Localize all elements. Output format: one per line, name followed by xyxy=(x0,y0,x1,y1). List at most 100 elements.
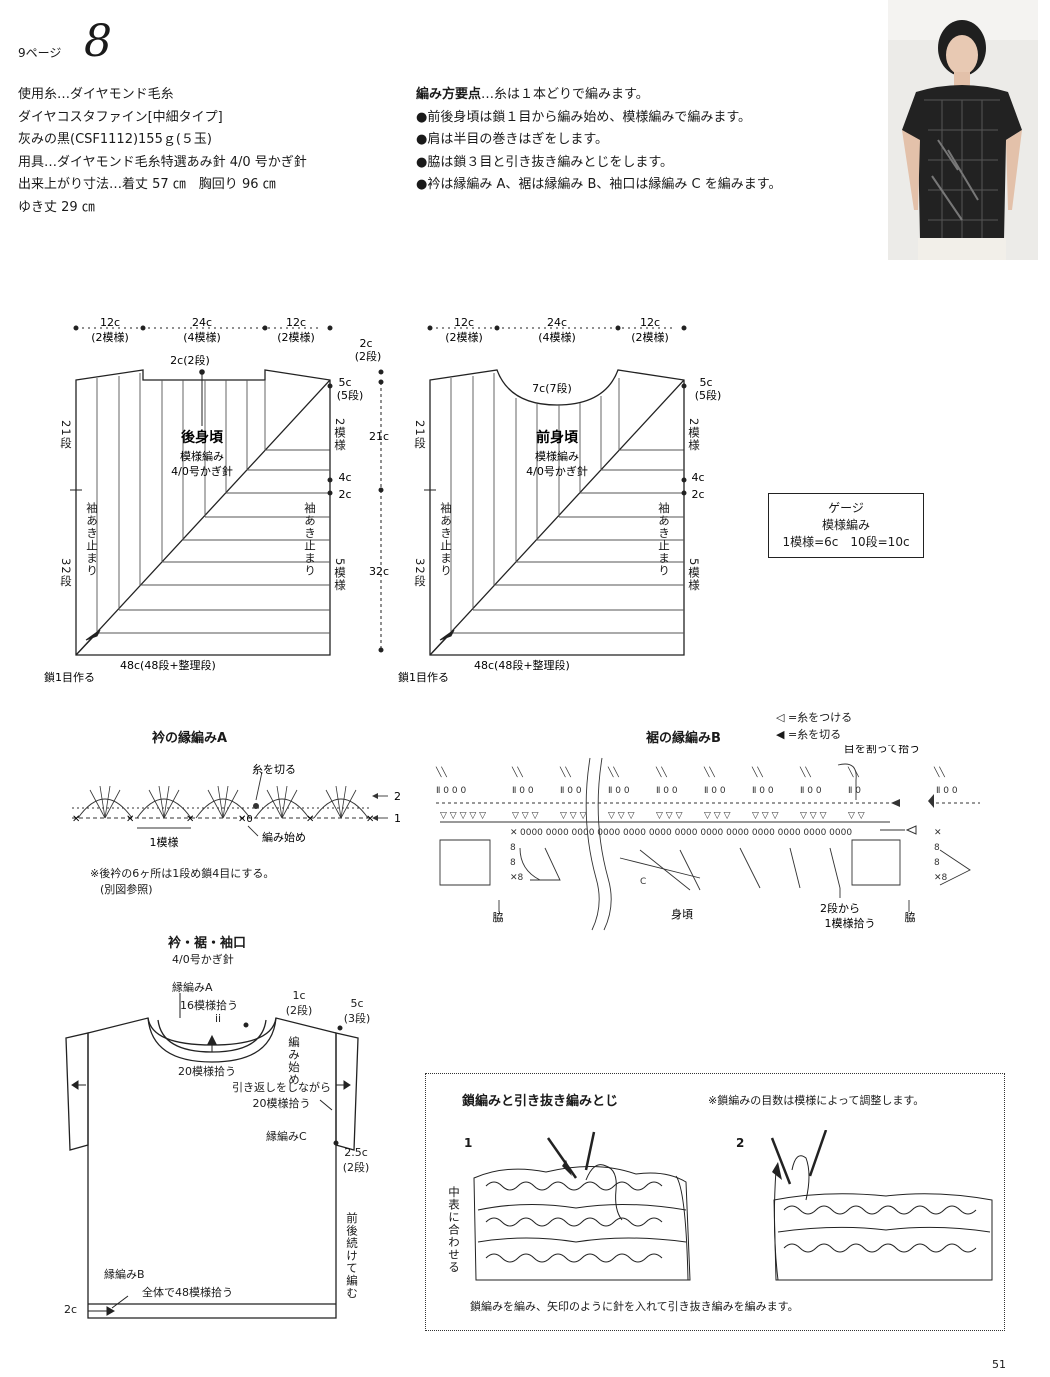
front-sub2: 4/0号かぎ針 xyxy=(526,464,588,478)
front-top-dim-2: 24c xyxy=(547,316,567,329)
materials-line: ダイヤコスタファイン[中細タイプ] xyxy=(18,109,223,125)
finishing-1c-value: 1c xyxy=(292,989,306,1002)
edging-a-title: 衿の縁編みA xyxy=(152,731,228,746)
front-right-2c: 2c xyxy=(691,488,704,501)
svg-text:Ⅱ 0 0: Ⅱ 0 0 xyxy=(800,786,822,796)
svg-text:╲╲: ╲╲ xyxy=(655,766,667,778)
finishing-2-5c-rows: (2段) xyxy=(342,1161,370,1174)
finishing-turn2: 20模様拾う xyxy=(252,1097,311,1110)
svg-text:▽ ▽ ▽: ▽ ▽ ▽ xyxy=(800,811,827,821)
svg-text:✕: ✕ xyxy=(306,814,314,825)
back-left-bottom: 32段 xyxy=(59,558,73,588)
finishing-2-5c: 2.5c (2段) xyxy=(338,1146,374,1175)
back-shoulder-c: 5c xyxy=(338,376,351,389)
svg-text:╲╲: ╲╲ xyxy=(847,766,859,778)
front-top-pat-3: (2模様) xyxy=(631,330,669,344)
svg-text:▽ ▽ ▽: ▽ ▽ ▽ xyxy=(608,811,635,821)
svg-text:✕0: ✕0 xyxy=(238,814,253,825)
back-top-dim-1: 12c xyxy=(100,316,120,329)
svg-text:Ⅱ 0: Ⅱ 0 xyxy=(848,786,861,796)
back-top-pat-1: (2模様) xyxy=(91,330,129,344)
svg-text:Ⅱ 0 0: Ⅱ 0 0 xyxy=(608,786,630,796)
front-right-4c: 4c xyxy=(691,471,704,484)
edging-b-pick: 1模様拾う xyxy=(825,916,876,930)
svg-text:╲╲: ╲╲ xyxy=(933,766,945,778)
svg-text:✕: ✕ xyxy=(126,814,134,825)
svg-text:Ⅱ 0 0: Ⅱ 0 0 xyxy=(752,786,774,796)
svg-text:╲╲: ╲╲ xyxy=(511,766,523,778)
svg-text:Ⅱ 0 0: Ⅱ 0 0 xyxy=(560,786,582,796)
back-top-dim-3: 12c xyxy=(286,316,306,329)
svg-text:╲╲: ╲╲ xyxy=(559,766,571,778)
svg-text:✕8: ✕8 xyxy=(510,873,524,883)
page-ref: 9ページ xyxy=(18,46,62,60)
howto-illustration-1 xyxy=(473,1131,691,1281)
center-lower: 32c xyxy=(369,565,389,578)
materials-line: ゆき丈 29 ㎝ xyxy=(18,199,95,215)
front-start: 鎖1目作る xyxy=(398,670,449,684)
finishing-turn: 引き返しをしながら 20模様拾う xyxy=(232,1080,331,1112)
front-top-pat-2: (4模様) xyxy=(538,330,576,344)
svg-text:Ⅱ 0 0: Ⅱ 0 0 xyxy=(512,786,534,796)
gauge-line2: 1模様=6c 10段=10c xyxy=(782,535,910,549)
materials-line: 出来上がり寸法…着丈 57 ㎝ 胸回り 96 ㎝ xyxy=(18,177,276,192)
svg-text:8: 8 xyxy=(934,843,940,853)
finishing-turn1: 引き返しをしながら xyxy=(232,1081,331,1094)
svg-text:▽ ▽ ▽: ▽ ▽ ▽ xyxy=(512,811,539,821)
back-top-dim-2: 24c xyxy=(192,316,212,329)
svg-text:╲╲: ╲╲ xyxy=(703,766,715,778)
back-armhole-right: 袖あき止まり xyxy=(303,502,317,577)
svg-text:✕: ✕ xyxy=(366,814,374,825)
front-top-dim-1: 12c xyxy=(454,316,474,329)
pattern-number: 8 xyxy=(84,16,112,67)
front-left-top: 21段 xyxy=(413,420,427,450)
gauge-line1: 模様編み xyxy=(821,518,870,532)
howto-box xyxy=(425,1073,1005,1331)
finishing-edge-c: 縁編みC xyxy=(266,1130,307,1143)
edging-a-repeat: 1模様 xyxy=(150,835,179,849)
point-item: ●前後身頃は鎖１目から編み始め、模様編みで編みます。 xyxy=(416,109,752,125)
front-bottom-dim: 48c(48段+整理段) xyxy=(474,658,570,672)
edging-b-side-left: 脇 xyxy=(493,911,504,924)
back-right-2c: 2c xyxy=(338,488,351,501)
svg-text:8: 8 xyxy=(510,843,516,853)
howto-title: 鎖編みと引き抜き編みとじ xyxy=(462,1094,619,1109)
back-bottom-dim: 48c(48段+整理段) xyxy=(120,658,216,672)
edging-b-legend: ◁ =糸をつける ◀ =糸を切る xyxy=(776,709,852,743)
svg-text:✕: ✕ xyxy=(934,828,942,838)
materials-line: 用具…ダイヤモンド毛糸特選あみ針 4/0 号かぎ針 xyxy=(18,154,307,170)
svg-text:✕: ✕ xyxy=(186,814,194,825)
finishing-5c-value: 5c xyxy=(350,997,364,1010)
finishing-start: 編み始め xyxy=(287,1036,301,1086)
edging-b-body: 身頃 xyxy=(671,907,693,921)
front-sub1: 模様編み xyxy=(535,449,579,463)
howto-note: ※鎖編みの目数は模様によって調整します。 xyxy=(708,1094,925,1107)
edging-a-row2: 2 xyxy=(394,790,401,803)
points-lead: …糸は１本どりで編みます。 xyxy=(481,87,649,102)
back-start: 鎖1目作る xyxy=(44,670,95,684)
front-armhole-left: 袖あき止まり xyxy=(439,502,453,577)
finishing-pick48: 全体で48模様拾う xyxy=(142,1286,233,1299)
edging-a-note: ※後衿の6ヶ所は1段め鎖4目にする。 (別図参照) xyxy=(90,866,274,898)
svg-text:Ⅱ 0 0: Ⅱ 0 0 xyxy=(704,786,726,796)
finishing-edge-a: 縁編みA xyxy=(172,981,213,994)
point-item: ●肩は半目の巻きはぎをします。 xyxy=(416,132,609,147)
finishing-edge-b: 縁編みB xyxy=(104,1268,145,1281)
edging-b-split: 目を割って拾う xyxy=(844,745,920,755)
front-armhole-right: 袖あき止まり xyxy=(657,502,671,577)
edging-b-side-right: 脇 xyxy=(905,911,916,924)
svg-text:╲╲: ╲╲ xyxy=(799,766,811,778)
svg-text:╲╲: ╲╲ xyxy=(751,766,763,778)
materials-line: 使用糸…ダイヤモンド毛糸 xyxy=(18,87,174,102)
svg-text:▽ ▽ ▽: ▽ ▽ ▽ xyxy=(704,811,731,821)
edging-a-cut: 糸を切る xyxy=(252,763,296,776)
back-sub1: 模様編み xyxy=(180,449,224,463)
svg-text:Ⅱ 0 0 0: Ⅱ 0 0 0 xyxy=(436,786,466,796)
model-photo xyxy=(888,0,1038,260)
center-upper: 21c xyxy=(369,430,389,443)
back-top-pat-2: (4模様) xyxy=(183,330,221,344)
back-neck-depth: 2c(2段) xyxy=(170,353,210,367)
back-armhole-left: 袖あき止まり xyxy=(85,502,99,577)
finishing-pick16: 16模様拾う xyxy=(180,999,238,1012)
knitting-points: 編み方要点…糸は１本どりで編みます。 ●前後身頃は鎖１目から編み始め、模様編みで… xyxy=(416,84,876,197)
